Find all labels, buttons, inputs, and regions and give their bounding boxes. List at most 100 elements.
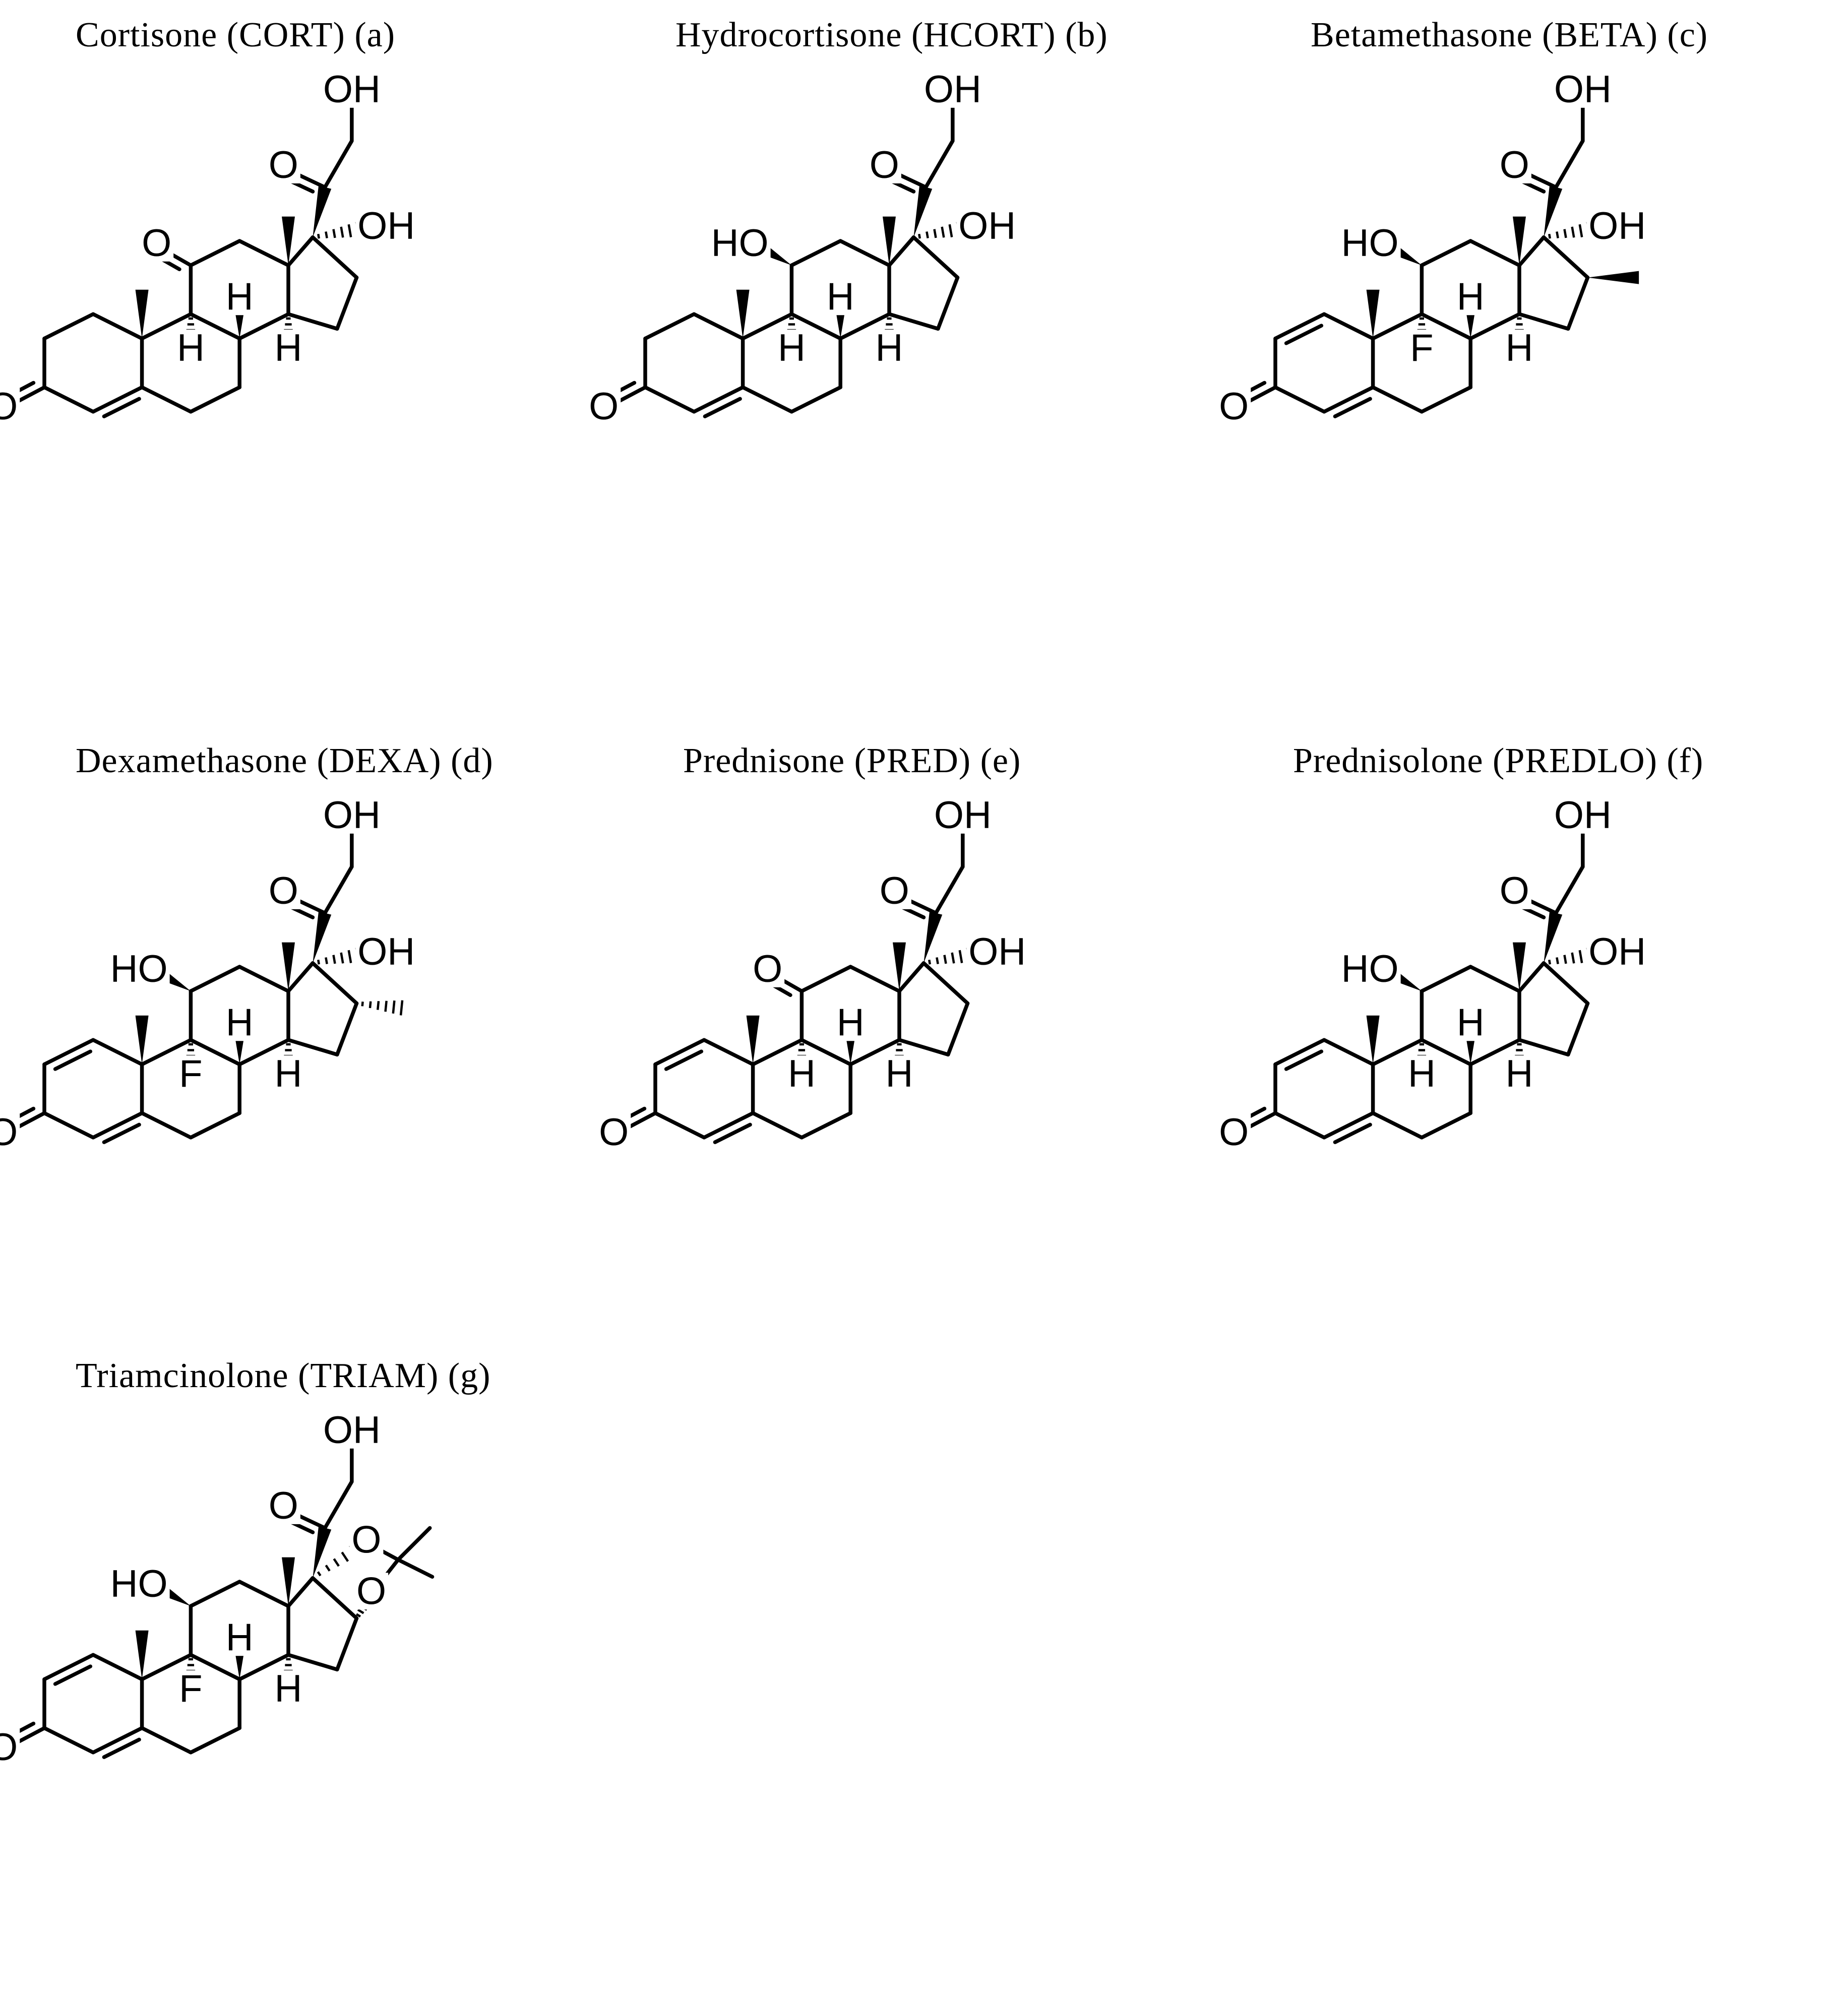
label-oh21: OH xyxy=(323,1409,381,1452)
label-halo xyxy=(1454,278,1487,316)
label-h9: H xyxy=(1408,1052,1436,1095)
label-halo xyxy=(1405,1055,1438,1092)
oh17-hash-dash xyxy=(943,955,947,964)
oh17-hash-dash xyxy=(1548,233,1552,239)
label-halo xyxy=(1454,1004,1487,1041)
label-halo xyxy=(877,872,911,909)
oh17-hash-dash xyxy=(340,952,344,964)
label-halo xyxy=(1503,329,1535,366)
label-oh21: OH xyxy=(1554,68,1612,111)
label-halo xyxy=(0,1729,20,1766)
label-oh21: OH xyxy=(323,68,381,111)
bond-c11-c12 xyxy=(189,965,241,993)
methyl-hash-c16-dash xyxy=(361,1002,364,1007)
label-halo xyxy=(775,329,808,366)
oh17-hash-dash xyxy=(1556,957,1559,964)
oh17-hash-dash xyxy=(933,229,937,238)
bond-c14-c15 xyxy=(1517,312,1570,331)
bond-c14-c8 xyxy=(237,1038,290,1067)
label-o20: O xyxy=(870,144,899,186)
label-halo xyxy=(956,207,1018,244)
bond-c9-c10 xyxy=(751,1038,804,1067)
label-ho11: HO xyxy=(1341,948,1399,990)
label-oh17: OH xyxy=(1588,205,1646,247)
methyl-wedge-c18 xyxy=(282,942,295,991)
label-halo xyxy=(272,1055,304,1092)
label-halo xyxy=(140,224,174,262)
label-o3: O xyxy=(0,1726,18,1769)
double-bond-c1-c2 xyxy=(653,1038,706,1067)
double-bond-c1-c2-second-line xyxy=(53,1049,93,1071)
panel-title-prednisone: Prednisone (PRED) (e) xyxy=(683,741,1021,780)
panel-title-hydrocortisone: Hydrocortisone (HCORT) (b) xyxy=(675,16,1108,54)
label-halo xyxy=(1339,224,1401,262)
bond-c16-c17 xyxy=(311,1576,359,1620)
label-halo xyxy=(1503,1055,1535,1092)
double-bond-c4-c5-second-line xyxy=(102,397,141,418)
bond-c15-c16 xyxy=(1566,275,1590,331)
bond-c3-c4 xyxy=(653,1111,706,1140)
label-o3: O xyxy=(1219,385,1249,428)
bond-c20-c21 xyxy=(923,139,955,190)
oh17-hash-dash xyxy=(1548,959,1552,965)
methyl-hash-c16-dash xyxy=(368,1001,372,1009)
label-ho11: HO xyxy=(711,222,769,265)
label-halo xyxy=(223,278,256,316)
bond-c3-c4 xyxy=(42,1726,95,1755)
double-bond-c1-c2 xyxy=(42,1038,95,1067)
panel-title-prednisolone: Prednisolone (PREDLO) (f) xyxy=(1293,741,1704,780)
oh17-hash-dash xyxy=(948,224,953,237)
oh17-hash-dash xyxy=(347,224,352,237)
bond-c11-c12 xyxy=(189,239,241,268)
label-halo xyxy=(108,1565,170,1602)
oh17-hash-dash xyxy=(928,959,932,965)
label-halo xyxy=(349,1521,384,1558)
bond-c14-c8 xyxy=(838,312,891,341)
label-f9: F xyxy=(179,1052,202,1095)
bond-c12-c13 xyxy=(237,1580,290,1608)
o17-hash-dash xyxy=(341,1551,349,1562)
methyl-wedge-c19 xyxy=(746,1015,760,1065)
label-halo xyxy=(785,1055,818,1092)
label-halo xyxy=(1339,950,1401,987)
label-halo xyxy=(824,278,856,316)
label-h8: H xyxy=(827,275,854,318)
label-o20: O xyxy=(269,1484,298,1527)
side-chain-wedge-c20 xyxy=(923,911,943,963)
bond-c14-c8 xyxy=(237,312,290,341)
label-h8: H xyxy=(226,1001,254,1044)
oh17-hash-dash xyxy=(1578,224,1583,237)
oh17-hash-dash xyxy=(936,957,939,964)
methyl-wedge-c18 xyxy=(883,216,896,266)
bond-c10-c1 xyxy=(91,1653,144,1681)
label-halo xyxy=(709,224,771,262)
bond-c5-c6 xyxy=(140,1726,193,1755)
oh17-hash-dash xyxy=(1563,229,1567,238)
label-halo xyxy=(873,329,905,366)
bond-c5-c6 xyxy=(140,1111,193,1140)
bond-c15-c16 xyxy=(335,1616,359,1671)
bond-c17-c13 xyxy=(1517,235,1546,268)
label-h8: H xyxy=(226,275,254,318)
oh17-hash-dash xyxy=(1571,226,1575,238)
label-halo xyxy=(321,1411,383,1449)
label-f9: F xyxy=(1410,327,1433,369)
double-bond-c1-c2 xyxy=(42,1653,95,1681)
label-h8: H xyxy=(1457,275,1485,318)
label-o11: O xyxy=(142,222,171,265)
bond-c15-c16 xyxy=(335,1001,359,1056)
methyl-wedge-c18 xyxy=(282,216,295,266)
label-oh21: OH xyxy=(924,68,981,111)
methyl-hash-c16-dash xyxy=(392,1000,396,1014)
bond-c15-c16 xyxy=(1566,1001,1590,1056)
oh17-hash-dash xyxy=(918,233,921,239)
label-oh17: OH xyxy=(357,205,415,247)
label-halo xyxy=(321,796,383,834)
label-h8: H xyxy=(837,1001,865,1044)
bond-c5-c6 xyxy=(741,385,794,414)
double-bond-c4-c5 xyxy=(91,1111,144,1140)
label-oh21: OH xyxy=(1554,794,1612,837)
side-chain-wedge-c20 xyxy=(913,185,933,237)
label-halo xyxy=(272,329,304,366)
bond-c14-c8 xyxy=(1468,312,1521,341)
